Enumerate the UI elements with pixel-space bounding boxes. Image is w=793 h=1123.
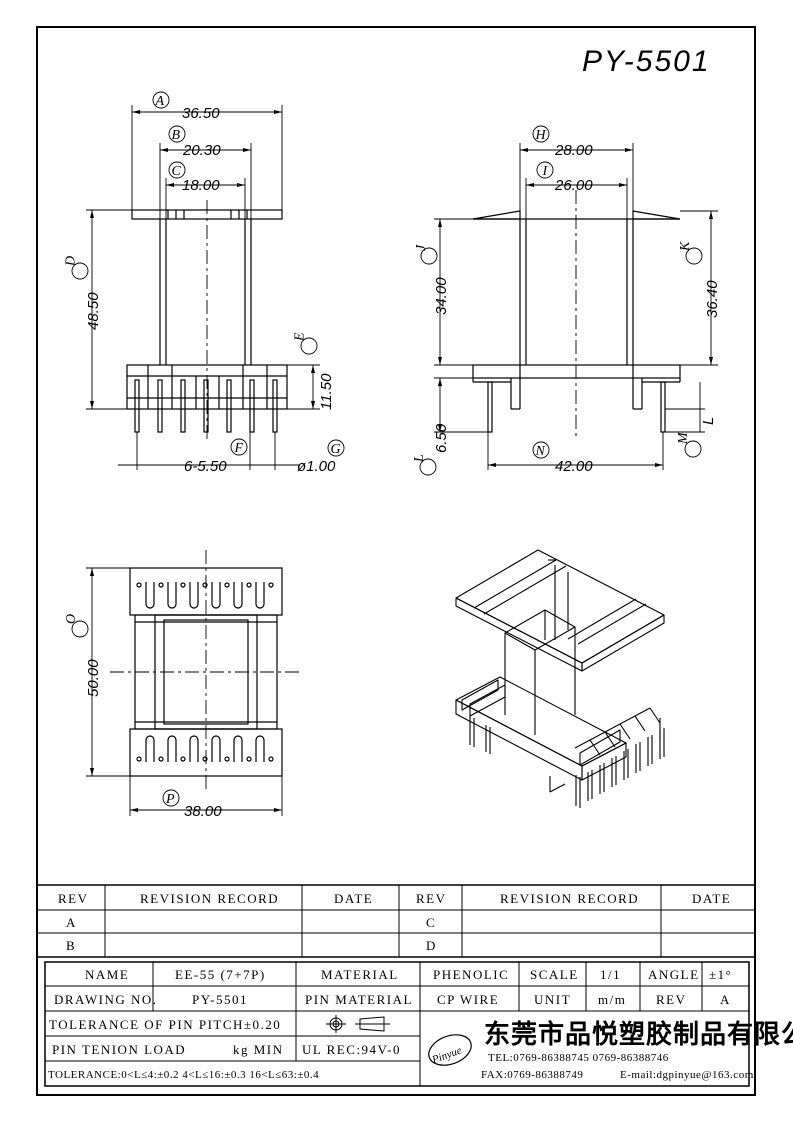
drawing-no-label: DRAWING NO. — [54, 992, 158, 1007]
scale-value: 1/1 — [600, 967, 621, 982]
revision-record-header-1: REVISION RECORD — [140, 891, 279, 906]
front-view-arrows — [90, 110, 315, 409]
callout-i: I — [542, 164, 549, 179]
dim-l-value: 6.50 — [433, 423, 450, 453]
dim-a-value: 36.50 — [182, 105, 220, 122]
rev-row-d: D — [426, 938, 437, 953]
revision-record-header-2: REVISION RECORD — [500, 891, 639, 906]
company-tel: TEL:0769-86388745 0769-86388746 — [488, 1052, 669, 1064]
dim-f-value: 6-5.50 — [184, 458, 227, 475]
callout-letters: A B C D E F G H I J K L M N O P — [64, 94, 694, 807]
company-logo: Pinyue — [428, 1034, 472, 1067]
callouts — [71, 91, 703, 807]
dim-p-value: 38.00 — [184, 803, 222, 820]
angle-value: ±1° — [709, 967, 732, 982]
dim-b-value: 20.30 — [182, 142, 221, 159]
name-label: NAME — [85, 967, 129, 982]
callout-o: O — [64, 614, 79, 624]
material-label: MATERIAL — [321, 967, 399, 982]
dim-j-value: 34.00 — [433, 277, 450, 315]
callout-n: N — [535, 444, 546, 459]
company-email: E-mail:dgpinyue@163.com — [620, 1069, 754, 1081]
callout-k: K — [678, 241, 693, 252]
dim-h-value: 28.00 — [554, 142, 593, 159]
callout-b: B — [172, 128, 181, 143]
rev-value: A — [720, 992, 731, 1007]
front-view — [126, 200, 288, 440]
date-header-1: DATE — [334, 891, 373, 906]
dim-c-value: 18.00 — [182, 177, 220, 194]
name-value: EE-55 (7+7P) — [175, 967, 266, 982]
dim-g-value: ø1.00 — [297, 458, 336, 475]
material-value: PHENOLIC — [433, 967, 509, 982]
unit-label: UNIT — [534, 992, 571, 1007]
dim-k-value: 36.40 — [704, 280, 721, 318]
revision-table — [37, 884, 755, 958]
pin-material-label: PIN MATERIAL — [305, 992, 413, 1007]
dim-n-value: 42.00 — [555, 458, 593, 475]
angle-label: ANGLE — [648, 967, 700, 982]
drawing-border — [36, 26, 756, 1096]
company-fax: FAX:0769-86388749 — [481, 1069, 583, 1081]
side-view-dimensions — [434, 143, 718, 470]
dim-i-value: 26.00 — [554, 177, 593, 194]
side-view-arrows — [438, 148, 713, 467]
callout-d: D — [64, 256, 79, 267]
rev-row-c: C — [426, 915, 436, 930]
dim-o-value: 50.00 — [85, 659, 102, 697]
callout-f: F — [234, 441, 244, 456]
dim-e-value: 11.50 — [318, 373, 335, 410]
callout-m: M — [676, 431, 691, 445]
dim-d-value: 48.50 — [85, 292, 102, 330]
logo-text: Pinyue — [430, 1044, 464, 1066]
title-block — [44, 961, 750, 1087]
bottom-view — [110, 550, 300, 790]
callout-a: A — [155, 94, 165, 109]
company-name-cn: 东莞市品悦塑胶制品有限公司 — [484, 1019, 793, 1050]
pin-tension-label: PIN TENION LOAD — [52, 1042, 186, 1057]
pin-tension-unit: kg MIN — [233, 1042, 284, 1057]
ul-rec: UL REC:94V-0 — [302, 1042, 401, 1057]
scale-label: SCALE — [530, 967, 579, 982]
isometric-view — [455, 549, 665, 808]
pin-material-value: CP WIRE — [437, 992, 499, 1007]
date-header-2: DATE — [692, 891, 731, 906]
callout-l: L — [412, 454, 427, 463]
side-view — [472, 190, 681, 440]
callout-g: G — [331, 442, 341, 457]
rev-header-1: REV — [58, 891, 89, 906]
rev-header-2: REV — [416, 891, 447, 906]
front-view-dimensions — [86, 105, 320, 470]
rev-row-b: B — [66, 938, 76, 953]
projection-symbol — [326, 1015, 390, 1033]
callout-c: C — [172, 164, 182, 179]
callout-j: J — [414, 244, 429, 251]
drawing-title: PY-5501 — [582, 45, 711, 78]
bottom-view-dimensions — [86, 567, 283, 816]
callout-e: E — [293, 332, 308, 342]
drawing-no-value: PY-5501 — [192, 992, 248, 1007]
dim-m-value: L — [700, 417, 717, 425]
rev-row-a: A — [66, 915, 77, 930]
general-tolerance: TOLERANCE:0<L≤4:±0.2 4<L≤16:±0.3 16<L≤63… — [48, 1069, 319, 1081]
callout-h: H — [535, 128, 547, 143]
callout-p: P — [165, 792, 175, 807]
unit-value: m/m — [598, 992, 626, 1007]
tolerance-pin-pitch: TOLERANCE OF PIN PITCH±0.20 — [49, 1017, 281, 1032]
bottom-view-arrows — [90, 568, 282, 812]
rev-label: REV — [656, 992, 687, 1007]
